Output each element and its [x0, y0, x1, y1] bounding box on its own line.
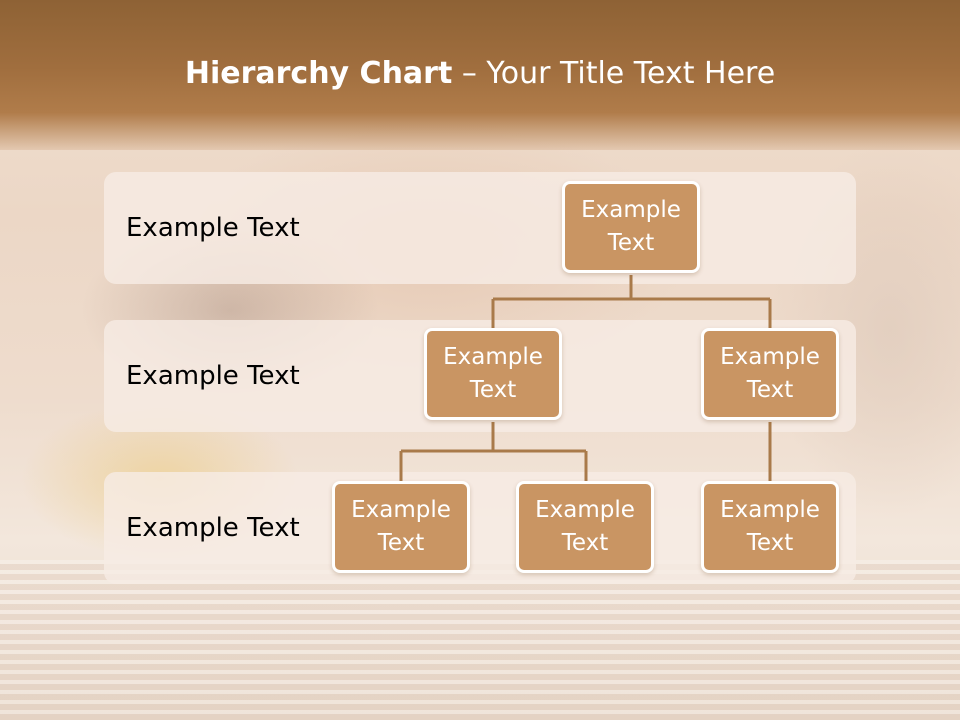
level-label-1[interactable]: Example Text [126, 213, 300, 243]
node-level2-left-text: Example Text [443, 344, 543, 403]
title-bold-part: Hierarchy Chart [184, 56, 453, 91]
node-root-text: Example Text [581, 197, 681, 256]
node-level3-c[interactable]: Example Text [701, 481, 839, 573]
node-level3-b-text: Example Text [535, 497, 635, 556]
node-root[interactable]: Example Text [562, 181, 700, 273]
node-level3-b[interactable]: Example Text [516, 481, 654, 573]
node-level2-left[interactable]: Example Text [424, 328, 562, 420]
node-level2-right-text: Example Text [720, 344, 820, 403]
background-water-reflection [0, 560, 960, 720]
node-level3-a-text: Example Text [351, 497, 451, 556]
title-rest: Your Title Text Here [486, 56, 776, 91]
level-label-2[interactable]: Example Text [126, 361, 300, 391]
title-bar: Hierarchy Chart – Your Title Text Here [0, 0, 960, 150]
node-level3-a[interactable]: Example Text [332, 481, 470, 573]
title-dash: – [452, 56, 487, 91]
level-band-1: Example Text [104, 172, 856, 284]
level-label-3[interactable]: Example Text [126, 513, 300, 543]
slide-title[interactable]: Hierarchy Chart – Your Title Text Here [0, 56, 960, 91]
node-level3-c-text: Example Text [720, 497, 820, 556]
node-level2-right[interactable]: Example Text [701, 328, 839, 420]
